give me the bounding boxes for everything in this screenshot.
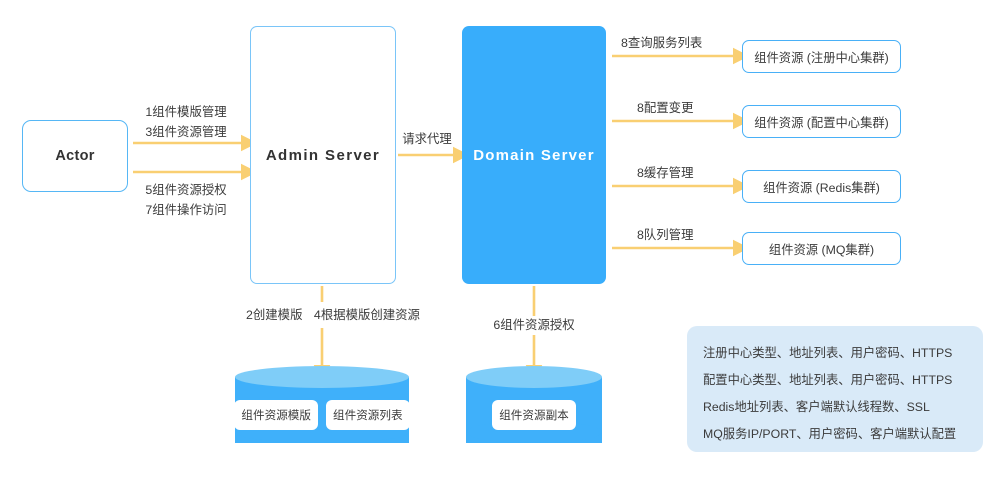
datastore-domain[interactable]: 组件资源副本	[466, 366, 602, 454]
edge-label-domain-store-text: 6组件资源授权	[489, 316, 579, 335]
edge-label-actor-admin-bottom-line2: 7组件操作访问	[145, 203, 227, 217]
node-actor[interactable]: Actor	[22, 120, 128, 192]
resource-box-redis[interactable]: 组件资源 (Redis集群)	[742, 170, 901, 203]
datastore-admin-chip-0[interactable]: 组件资源模版	[234, 400, 318, 430]
edge-label-resource-0: 8查询服务列表	[621, 36, 703, 50]
info-panel-line-3: MQ服务IP/PORT、用户密码、客户端默认配置	[703, 427, 957, 441]
node-actor-label: Actor	[55, 148, 95, 164]
resource-box-mq-label: 组件资源 (MQ集群)	[768, 242, 875, 257]
datastore-admin-chips: 组件资源模版 组件资源列表	[234, 400, 410, 430]
datastore-admin[interactable]: 组件资源模版 组件资源列表	[234, 366, 410, 454]
edge-label-domain-store: 6组件资源授权	[464, 316, 604, 335]
edge-label-resource-1: 8配置变更	[637, 101, 694, 115]
edge-label-resource-2: 8缓存管理	[637, 166, 694, 180]
edge-label-resource-3: 8队列管理	[637, 228, 694, 242]
datastore-domain-chip-0[interactable]: 组件资源副本	[492, 400, 576, 430]
edge-label-actor-admin-top-line1: 1组件模版管理	[145, 105, 227, 119]
datastore-domain-chips: 组件资源副本	[466, 400, 602, 430]
resource-box-registry-label: 组件资源 (注册中心集群)	[754, 50, 889, 65]
node-domain-server-label: Domain Server	[473, 146, 595, 164]
resource-box-redis-label: 组件资源 (Redis集群)	[763, 180, 880, 195]
resource-box-registry[interactable]: 组件资源 (注册中心集群)	[742, 40, 901, 73]
datastore-admin-chip-1[interactable]: 组件资源列表	[326, 400, 410, 430]
edge-label-actor-admin-top: 1组件模版管理 3组件资源管理	[132, 102, 240, 142]
node-domain-server[interactable]: Domain Server	[462, 26, 606, 284]
resource-box-mq[interactable]: 组件资源 (MQ集群)	[742, 232, 901, 265]
resource-box-config[interactable]: 组件资源 (配置中心集群)	[742, 105, 901, 138]
edge-label-actor-admin-bottom-line1: 5组件资源授权	[145, 183, 227, 197]
info-panel: 注册中心类型、地址列表、用户密码、HTTPS 配置中心类型、地址列表、用户密码、…	[687, 326, 983, 452]
node-admin-server-label: Admin Server	[265, 146, 381, 164]
node-admin-server[interactable]: Admin Server	[250, 26, 396, 284]
edge-label-actor-admin-bottom: 5组件资源授权 7组件操作访问	[132, 180, 240, 220]
resource-box-config-label: 组件资源 (配置中心集群)	[754, 115, 889, 130]
datastore-domain-top	[466, 366, 602, 388]
info-panel-line-0: 注册中心类型、地址列表、用户密码、HTTPS	[703, 346, 953, 360]
edge-label-admin-store-line1: 2创建模版	[242, 302, 307, 328]
edge-label-admin-store-line2: 4根据模版创建资源	[309, 302, 424, 328]
edge-label-admin-store: 2创建模版 4根据模版创建资源	[242, 302, 424, 328]
datastore-admin-top	[235, 366, 409, 388]
edge-label-actor-admin-top-line2: 3组件资源管理	[145, 125, 227, 139]
edge-label-admin-domain: 请求代理	[402, 132, 452, 146]
info-panel-line-1: 配置中心类型、地址列表、用户密码、HTTPS	[703, 373, 953, 387]
info-panel-line-2: Redis地址列表、客户端默认线程数、SSL	[703, 400, 930, 414]
